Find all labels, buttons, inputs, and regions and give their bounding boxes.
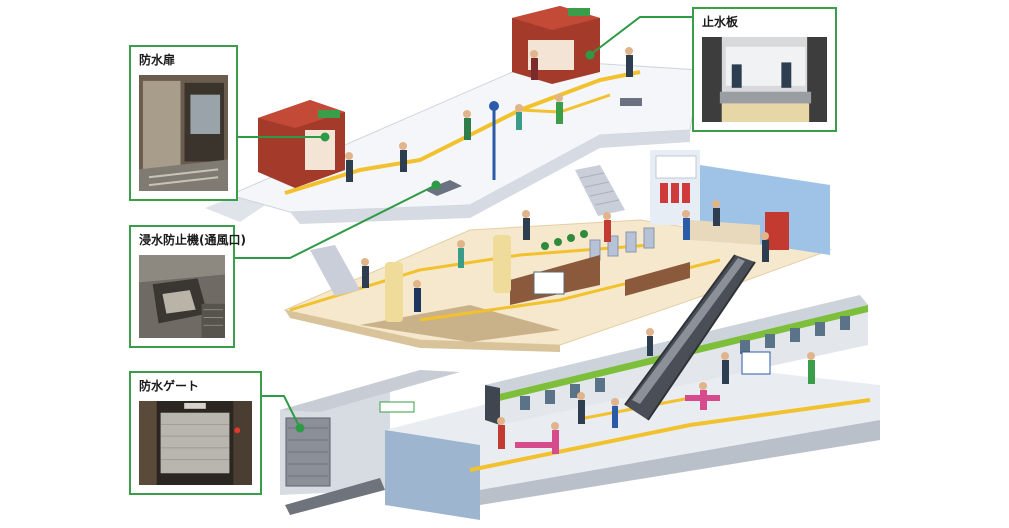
stop-board-photo (702, 37, 827, 122)
callout-ventilation-shutter: 浸水防止機(通風口) (129, 225, 246, 348)
leader-flood-gate-dot (295, 423, 305, 433)
leader-stop-board-dot (585, 50, 595, 60)
platform-info-sign (741, 351, 771, 375)
platform-level (280, 360, 880, 520)
concourse-level (283, 150, 832, 352)
stop-board-label: 止水板 (702, 15, 739, 29)
flood-gate-label: 防水ゲート (139, 379, 200, 393)
leader-ventilation-shutter (235, 184, 437, 259)
brick-entrance-top (512, 6, 600, 84)
flood-door-photo (139, 75, 228, 191)
callout-flood-gate: 防水ゲート (129, 371, 262, 495)
leader-flood-gate (262, 395, 301, 429)
brick-entrance-left (258, 100, 345, 188)
ventilation-shutter-photo (139, 255, 225, 338)
leader-stop-board (589, 16, 692, 56)
callout-flood-door: 防水扉 (129, 45, 238, 201)
leader-ventilation-shutter-dot (431, 180, 441, 190)
ventilation-shutter-label: 浸水防止機(通風口) (139, 233, 246, 247)
flood-door-label: 防水扉 (139, 53, 176, 67)
callout-leader-lines (235, 16, 692, 433)
callout-stop-board: 止水板 (692, 7, 837, 132)
pedestrians-platform (497, 328, 815, 454)
flood-gate-photo (139, 401, 252, 485)
escalator (624, 254, 756, 421)
pedestrians-ground (345, 47, 633, 182)
pedestrians-concourse (361, 200, 769, 312)
leader-flood-door-dot (320, 132, 330, 142)
